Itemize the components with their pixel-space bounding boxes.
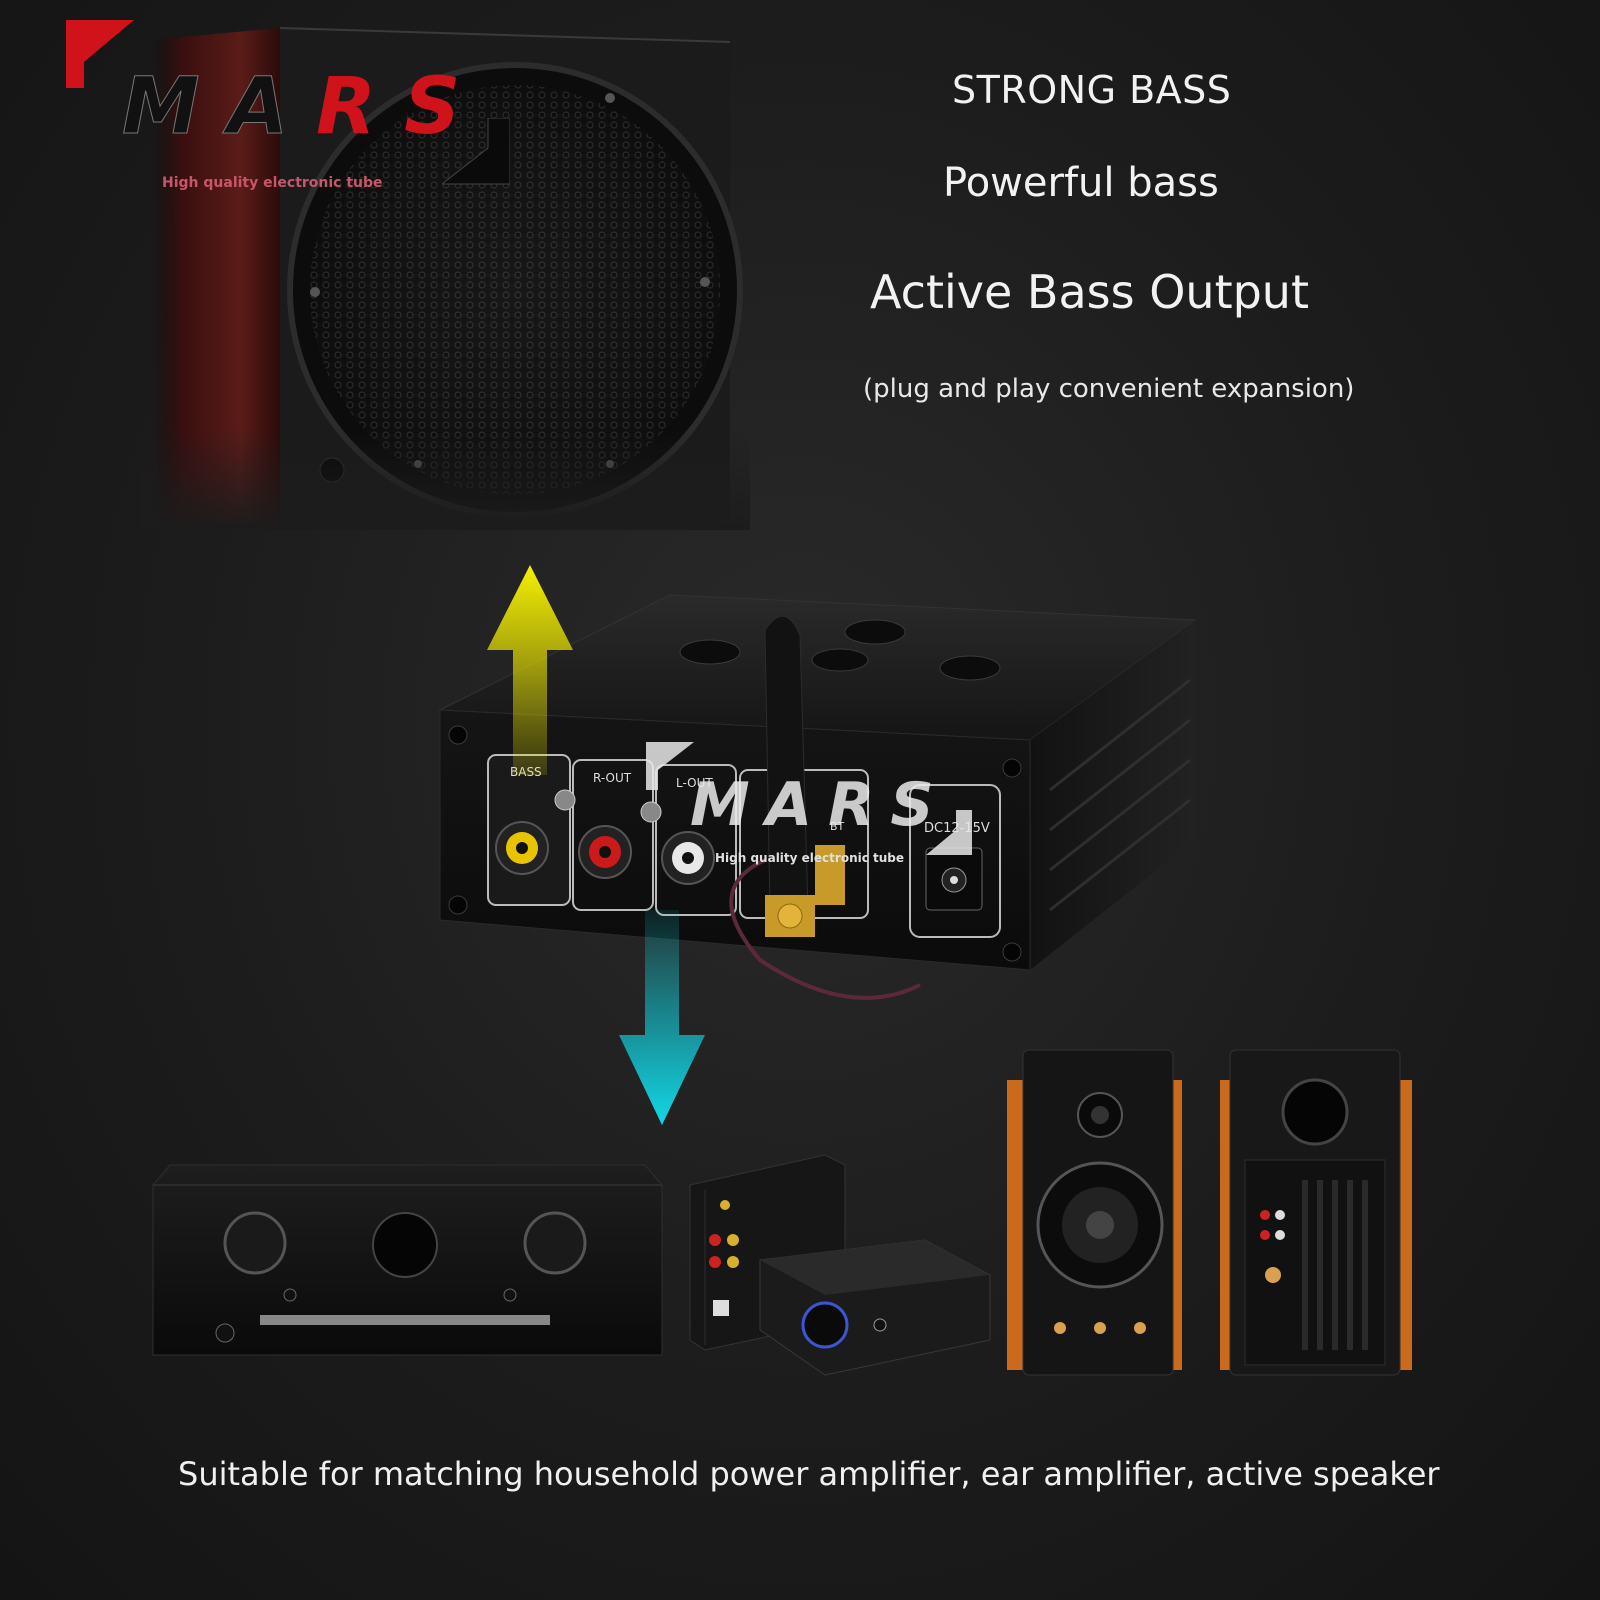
device-logo-corner-mark-right [926, 810, 972, 855]
arrow-up-icon [487, 565, 573, 775]
logo-wordmark: MARS [122, 62, 489, 153]
rca-jack-r-out [578, 825, 632, 879]
logo-letter-m: M [122, 62, 228, 153]
logo-corner-mark-right [442, 118, 510, 185]
logo-tagline: High quality electronic tube [162, 175, 383, 191]
bookshelf-speakers-image [1007, 1049, 1412, 1376]
amplifier-image: BASS R-OUT L-OUT BT DC12-15V [438, 594, 1197, 1000]
device-logo-letter-a: A [765, 770, 829, 840]
compatibility-caption: Suitable for matching household power am… [178, 1455, 1440, 1493]
logo-letter-a: A [227, 62, 316, 153]
bt-label: BT [830, 820, 845, 833]
arrow-down-icon [619, 910, 705, 1125]
device-logo-wordmark: MARS [690, 770, 950, 840]
subwoofer-image [140, 20, 750, 530]
device-logo-letter-r: R [828, 770, 891, 840]
rca-jack-l-out [661, 831, 715, 885]
subheadline: Powerful bass [943, 160, 1219, 206]
rca-jack-bass [495, 821, 549, 875]
logo-letter-s: S [404, 62, 489, 152]
headline: STRONG BASS [952, 68, 1232, 112]
device-logo-letter-m: M [690, 770, 766, 840]
l-out-port-label: L-OUT [676, 776, 713, 790]
feature-title: Active Bass Output [870, 265, 1309, 319]
device-logo-tagline: High quality electronic tube [715, 851, 905, 865]
logo-letter-r: R [316, 62, 405, 152]
av-receiver-image [152, 1164, 663, 1356]
headphone-amp-image [689, 1154, 991, 1376]
r-out-port-label: R-OUT [593, 771, 632, 785]
device-logo-corner-mark [646, 742, 694, 790]
feature-note: (plug and play convenient expansion) [863, 374, 1355, 404]
device-logo-letter-s: S [890, 770, 950, 840]
logo-corner-mark [66, 20, 134, 88]
